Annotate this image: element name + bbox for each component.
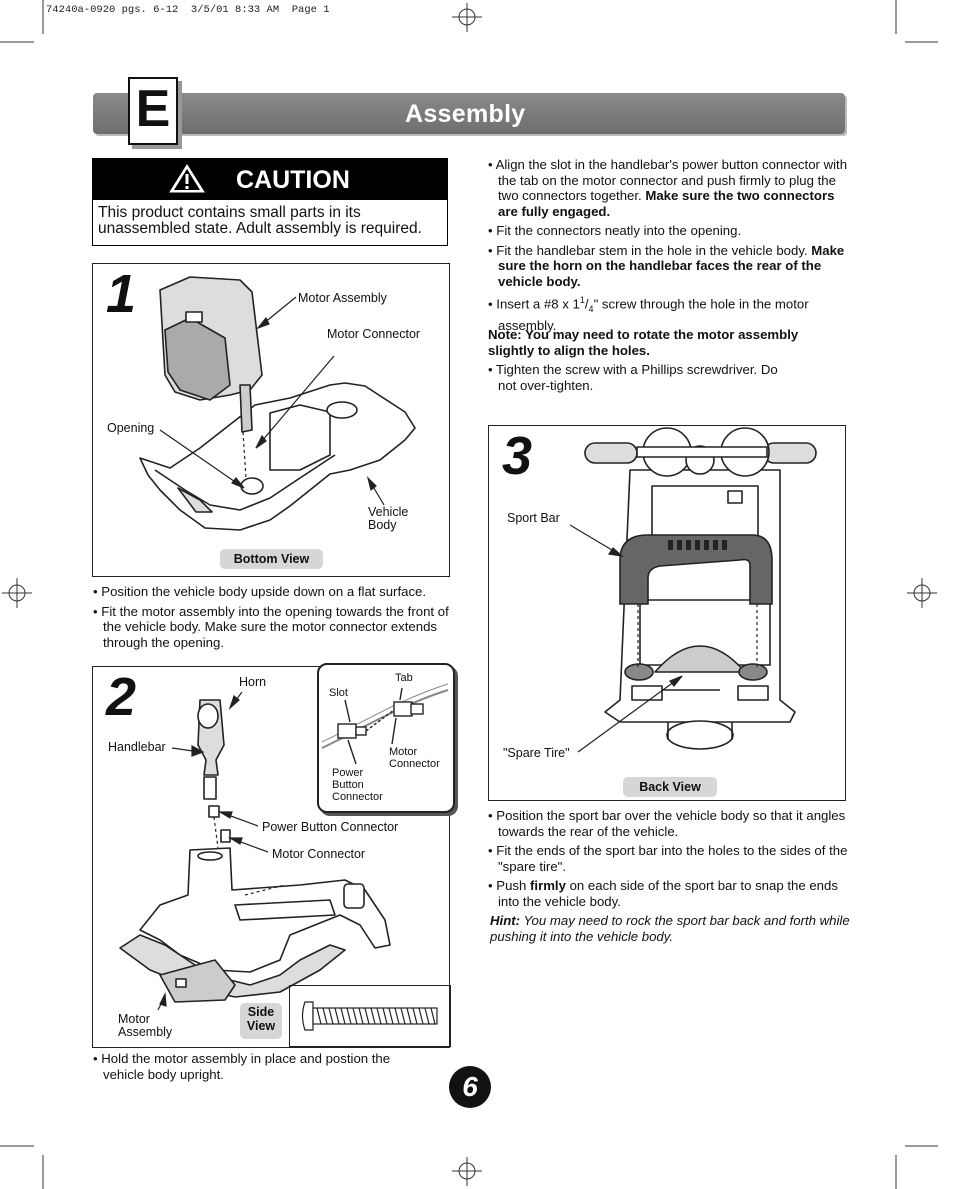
- screw-box: [289, 985, 451, 1047]
- section-banner: [93, 93, 845, 134]
- step2-bullet: • Hold the motor assembly in place and p…: [93, 1051, 391, 1082]
- step3-label-sport-bar: Sport Bar: [507, 511, 560, 525]
- caution-bar: [92, 158, 448, 200]
- instruction-bullet: • Fit the connectors neatly into the ope…: [488, 223, 742, 238]
- instruction-bullet: • Align the slot in the handlebar's powe…: [488, 157, 848, 219]
- step2-number: 2: [106, 667, 137, 727]
- step3-bullet: • Fit the ends of the sport bar into the…: [488, 843, 848, 874]
- step1-label-opening: Opening: [107, 421, 155, 435]
- section-letter: E: [135, 80, 171, 138]
- step3-bullet: • Position the sport bar over the vehicl…: [488, 808, 846, 839]
- step2-bullets: • Hold the motor assembly in place and p…: [93, 1051, 433, 1086]
- inset-label-power-button-connector: Power Button Connector: [332, 767, 383, 803]
- inset-label-motor-connector: Motor Connector: [389, 746, 440, 770]
- inset-label-slot: Slot: [329, 687, 348, 699]
- step1-bullet: • Position the vehicle body upside down …: [93, 584, 427, 599]
- tighten-instruction: • Tighten the screw with a Phillips scre…: [488, 362, 798, 397]
- section-letter-box: [128, 77, 178, 145]
- caution-box: [92, 200, 448, 246]
- step1-bullet: • Fit the motor assembly into the openin…: [93, 603, 449, 650]
- step1-label-motor-connector: Motor Connector: [327, 327, 421, 341]
- step1-bullets: • Position the vehicle body upside down …: [93, 584, 458, 654]
- step2-label-power-button-connector: Power Button Connector: [262, 820, 399, 834]
- step3-view-pill: Back View: [623, 777, 717, 797]
- step2-label-horn: Horn: [239, 675, 267, 689]
- instruction-bullet-screw: • Insert a #8 x 11/4" screw through the …: [488, 295, 809, 333]
- connector-instructions: • Align the slot in the handlebar's powe…: [488, 157, 848, 337]
- rotate-note: Note: You may need to rotate the motor a…: [488, 327, 799, 358]
- step1-label-vehicle-body: Vehicle Body: [368, 505, 409, 532]
- step1-label-motor-assembly: Motor Assembly: [298, 291, 387, 305]
- screw-icon: [301, 1001, 438, 1031]
- step2-label-motor-connector: Motor Connector: [272, 847, 366, 861]
- step3-number: 3: [502, 426, 533, 486]
- step3-hint: Hint: You may need to rock the sport bar…: [490, 913, 850, 944]
- caution-title: CAUTION: [236, 166, 350, 194]
- caution-body: This product contains small parts in its…: [98, 204, 422, 237]
- step2-label-handlebar: Handlebar: [108, 740, 166, 754]
- inset-label-tab: Tab: [395, 672, 413, 684]
- instruction-bullet: • Fit the handlebar stem in the hole in …: [488, 242, 845, 289]
- sport-bar-shape: [619, 534, 773, 605]
- step3-bullets: • Position the sport bar over the vehicl…: [488, 808, 848, 913]
- printer-slug: 74240a-0920 pgs. 6-12 3/5/01 8:33 AM Pag…: [46, 4, 330, 16]
- instruction-bullet: • Tighten the screw with a Phillips scre…: [488, 362, 778, 393]
- step1-number: 1: [106, 264, 137, 324]
- step3-label-spare-tire: "Spare Tire": [503, 746, 570, 760]
- step1-view-pill: Bottom View: [220, 549, 323, 569]
- section-title: Assembly: [405, 100, 526, 128]
- step3-bullet: • Push firmly on each side of the sport …: [488, 878, 838, 909]
- step2-label-motor-assembly: Motor Assembly: [118, 1012, 173, 1039]
- step2-view-pill: Side View: [240, 1003, 282, 1039]
- page-number: 6: [449, 1066, 491, 1108]
